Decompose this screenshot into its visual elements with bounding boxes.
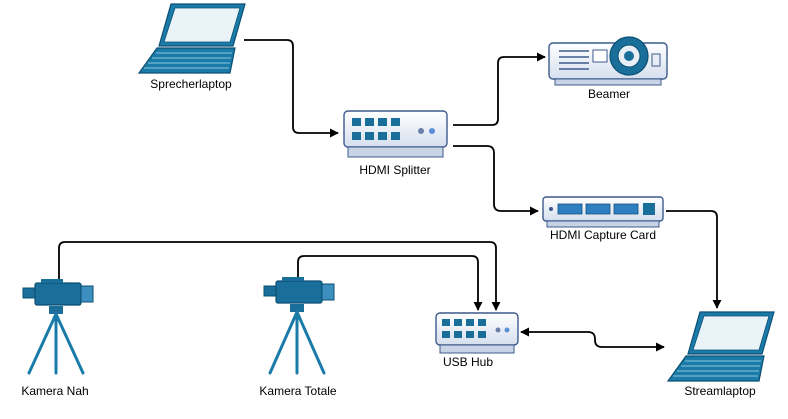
edge-capture-streamlaptop	[666, 210, 722, 309]
edge-kameranah-usbhub	[58, 241, 501, 311]
hub-icon	[435, 312, 519, 354]
edge-splitter-beamer	[453, 52, 546, 126]
camera-icon	[22, 279, 94, 375]
label-hdmi-capture-card: HDMI Capture Card	[550, 228, 656, 242]
label-kamera-totale: Kamera Totale	[259, 384, 336, 398]
camera-icon	[263, 277, 335, 375]
connections	[58, 39, 722, 352]
edge-splitter-capture	[453, 145, 539, 216]
edge-kameratotale-usbhub	[297, 255, 483, 311]
label-sprecherlaptop: Sprecherlaptop	[150, 77, 232, 91]
laptop-icon	[137, 3, 246, 74]
laptop-icon	[666, 311, 775, 382]
label-streamlaptop: Streamlaptop	[684, 384, 756, 398]
label-kamera-nah: Kamera Nah	[21, 384, 88, 398]
projector-icon	[548, 36, 668, 86]
edge-usbhub-streamlaptop	[520, 327, 665, 352]
label-hdmi-splitter: HDMI Splitter	[359, 163, 430, 177]
switch-icon	[343, 110, 448, 158]
edge-sprecherlaptop-splitter	[244, 39, 339, 138]
label-beamer: Beamer	[588, 87, 630, 101]
capture-card-icon	[542, 196, 664, 228]
label-usb-hub: USB Hub	[443, 355, 493, 369]
